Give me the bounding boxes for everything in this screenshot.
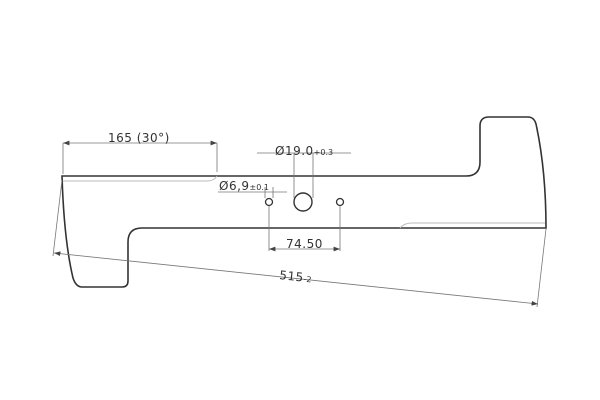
small-hole-right (335, 197, 345, 207)
center-hole-dim-label: Ø19.0+0.3 (275, 144, 333, 158)
center-hole (293, 192, 313, 212)
bevel-dim-label: 165 (30°) (108, 131, 170, 145)
overall-length-dim-line (53, 251, 539, 306)
hole-spacing-dim-label: 74.50 (286, 237, 323, 251)
small-hole-dim-label: Ø6,9±0.1 (219, 179, 269, 193)
center-hole-tolerance: +0.3 (314, 148, 333, 157)
edge-line-right (399, 222, 545, 229)
overall-length-tolerance: -2 (303, 275, 312, 285)
overall-length-value: 515 (279, 268, 305, 284)
small-hole-value: Ø6,9 (219, 179, 250, 193)
overall-length-dim-label: 515-2 (279, 268, 313, 285)
center-hole-value: Ø19.0 (275, 144, 314, 158)
small-hole-left (264, 197, 274, 207)
edge-line-left (63, 175, 218, 182)
small-hole-tolerance: ±0.1 (250, 183, 269, 192)
